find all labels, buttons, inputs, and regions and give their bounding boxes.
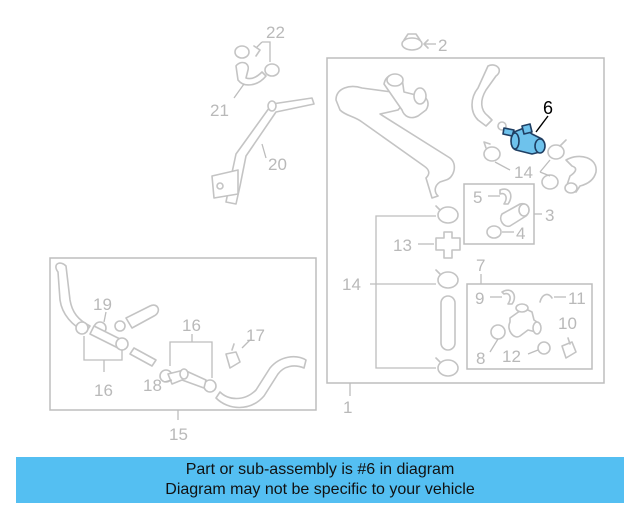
lower-small-pipe xyxy=(129,347,157,367)
part-17-bracket xyxy=(225,343,241,369)
lower-hose-short xyxy=(125,304,160,329)
disclaimer-banner: Part or sub-assembly is #6 in diagram Di… xyxy=(16,457,624,503)
clamp-14-upper-column xyxy=(435,205,459,224)
part-20-metal-pipe xyxy=(211,97,315,205)
part-21-small-hose xyxy=(235,61,267,86)
upper-radiator-hose xyxy=(335,73,456,199)
clamp-14-upper-c xyxy=(541,174,559,190)
part-13-tee-connector xyxy=(435,231,461,259)
clamp-14-lower-column xyxy=(435,357,459,377)
lower-long-hose xyxy=(215,355,307,409)
clamp-14-upper-b xyxy=(547,139,567,160)
callout-21: 21 xyxy=(210,101,229,120)
part-2-clamp xyxy=(401,33,436,51)
callout-9: 9 xyxy=(475,289,484,308)
part-18-pipe-adapter xyxy=(167,368,207,389)
callout-3: 3 xyxy=(545,206,554,225)
callout-20: 20 xyxy=(268,155,287,174)
callout-5: 5 xyxy=(473,188,482,207)
banner-line-1: Part or sub-assembly is #6 in diagram xyxy=(185,461,455,478)
callout-1: 1 xyxy=(343,398,352,417)
callout-17: 17 xyxy=(246,326,265,345)
part-12-gasket xyxy=(537,341,551,355)
part-8-o-ring xyxy=(490,324,506,340)
lower-hose-left xyxy=(55,262,91,333)
callout-7: 7 xyxy=(476,256,485,275)
callout-2: 2 xyxy=(438,36,447,55)
subassembly-box-7 xyxy=(466,283,593,370)
callout-11: 11 xyxy=(568,289,586,308)
clamp-19-pair xyxy=(75,320,129,351)
assembly-box-1 xyxy=(326,57,605,384)
callout-12: 12 xyxy=(502,347,521,366)
outlet-hose xyxy=(564,155,597,194)
callout-13: 13 xyxy=(393,236,412,255)
short-hose-column xyxy=(440,295,456,351)
part-7-pipe-connector xyxy=(508,303,542,338)
callout-4: 4 xyxy=(516,224,525,243)
part-10-sensor xyxy=(561,337,577,359)
part-6-coolant-flange-highlighted xyxy=(502,123,546,155)
banner-line-2: Diagram may not be specific to your vehi… xyxy=(165,481,475,498)
part-4-seal-assembly xyxy=(486,202,530,239)
callout-14-left: 14 xyxy=(342,275,361,294)
callout-16-left: 16 xyxy=(94,381,113,400)
callout-18: 18 xyxy=(143,376,162,395)
callout-6-highlighted: 6 xyxy=(543,98,553,118)
bypass-hose xyxy=(471,64,507,131)
callout-16-right: 16 xyxy=(182,316,201,335)
callout-14-upper: 14 xyxy=(514,163,533,182)
clamp-14-mid-column xyxy=(435,269,459,289)
part-22-clamp xyxy=(234,45,280,77)
callout-19: 19 xyxy=(93,295,112,314)
callout-15: 15 xyxy=(169,425,188,444)
callout-8: 8 xyxy=(476,349,485,368)
assembly-box-15 xyxy=(49,257,317,411)
clamp-14-upper-a xyxy=(483,141,501,162)
callout-10: 10 xyxy=(558,314,577,333)
callout-22: 22 xyxy=(266,23,285,42)
